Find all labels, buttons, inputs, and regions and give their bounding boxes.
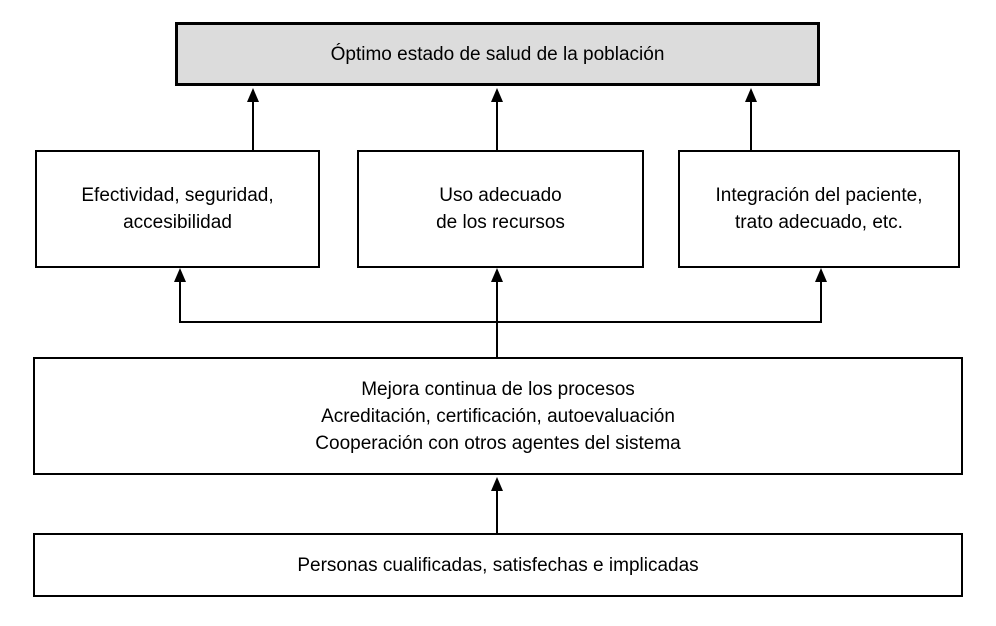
box-optimal-health: Óptimo estado de salud de la población — [175, 22, 820, 86]
box-optimal-health-label: Óptimo estado de salud de la población — [330, 43, 665, 65]
arrowhead-up-icon — [174, 268, 186, 282]
arrow-shaft — [820, 281, 822, 323]
box-effectiveness-label: Efectividad, seguridad, accesibilidad — [81, 185, 274, 233]
box-resources: Uso adecuado de los recursos — [357, 150, 644, 268]
box-patient-label: Integración del paciente, trato adecuado… — [715, 185, 923, 233]
box-resources-label: Uso adecuado de los recursos — [436, 185, 565, 233]
arrow-shaft — [496, 281, 498, 359]
box-effectiveness: Efectividad, seguridad, accesibilidad — [35, 150, 320, 268]
arrowhead-up-icon — [491, 477, 503, 491]
arrowhead-up-icon — [491, 268, 503, 282]
arrow-shaft — [496, 101, 498, 150]
arrowhead-up-icon — [745, 88, 757, 102]
box-patient: Integración del paciente, trato adecuado… — [678, 150, 960, 268]
arrow-shaft — [750, 101, 752, 150]
arrowhead-up-icon — [491, 88, 503, 102]
box-process-label: Mejora continua de los procesos Acredita… — [315, 378, 681, 454]
arrowhead-up-icon — [247, 88, 259, 102]
box-process: Mejora continua de los procesos Acredita… — [33, 357, 963, 475]
arrowhead-up-icon — [815, 268, 827, 282]
box-people: Personas cualificadas, satisfechas e imp… — [33, 533, 963, 597]
connector-horizontal-line — [179, 321, 822, 323]
arrow-shaft — [179, 281, 181, 323]
arrow-shaft — [496, 490, 498, 533]
box-people-label: Personas cualificadas, satisfechas e imp… — [297, 554, 699, 576]
arrow-shaft — [252, 101, 254, 150]
